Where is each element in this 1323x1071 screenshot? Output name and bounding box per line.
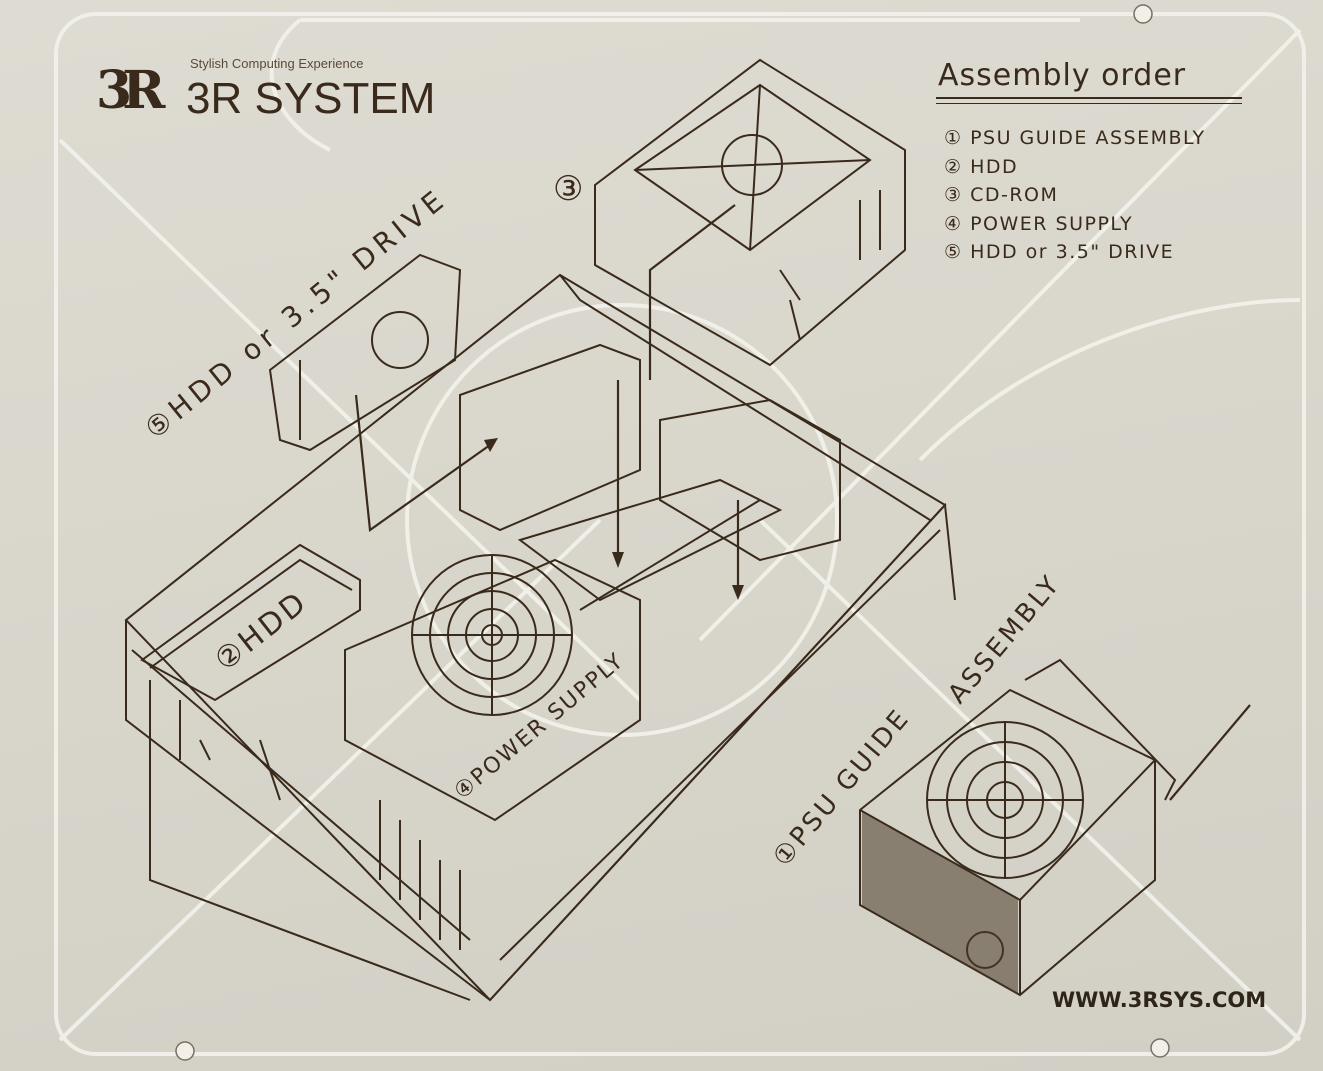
assembly-step: ④ POWER SUPPLY <box>944 212 1134 235</box>
psu-fan-icon <box>411 554 573 716</box>
brand-name: 3R SYSTEM <box>186 74 436 123</box>
website-url: WWW.3RSYS.COM <box>1052 988 1267 1012</box>
assembly-step: ③ CD-ROM <box>944 184 1059 206</box>
chassis-drawing <box>124 273 956 1002</box>
assembly-step: ① PSU GUIDE ASSEMBLY <box>944 127 1206 149</box>
mounting-holes <box>175 4 1170 1061</box>
brand-logo-mark: 3R <box>96 60 165 121</box>
callout-hdd: ②HDD <box>208 584 314 678</box>
drive-bays-drawing <box>459 343 841 611</box>
assembly-step: ② HDD <box>944 155 1019 178</box>
assembly-arrows <box>354 204 1251 801</box>
assembly-step: ⑤ HDD or 3.5" DRIVE <box>944 241 1175 263</box>
power-supply-4-drawing <box>344 554 641 822</box>
hdd-2-drawing <box>140 543 361 702</box>
psu-guide-fan-icon <box>926 721 1084 879</box>
assembly-order-title: Assembly order <box>938 58 1187 93</box>
hdd-5-drawing <box>268 253 462 452</box>
arrowheads <box>484 438 744 600</box>
cdrom-3-drawing <box>594 58 906 367</box>
brand-tagline: Stylish Computing Experience <box>190 56 364 71</box>
callout-psu-assembly: ASSEMBLY <box>942 569 1067 710</box>
plate-cutouts <box>54 12 1306 1056</box>
callout-cdrom: ③ <box>553 169 583 209</box>
psu-guide-assembly-1-drawing <box>859 658 1177 997</box>
assembly-order-underline <box>936 97 1242 104</box>
assembly-order-list: ① PSU GUIDE ASSEMBLY ② HDD ③ CD-ROM ④ PO… <box>944 124 1206 267</box>
callout-power-supply: ④POWER SUPPLY <box>450 648 630 804</box>
psu-side-panel-shading <box>862 812 1018 995</box>
